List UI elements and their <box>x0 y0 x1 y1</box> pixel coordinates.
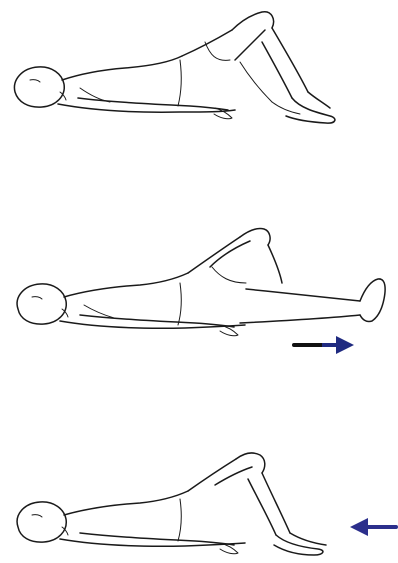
exercise-panel-leg-slide-out <box>0 205 398 375</box>
figure-leg-slide-return-illustration <box>0 415 398 563</box>
arrow-right-icon <box>292 333 362 357</box>
exercise-panel-leg-slide-return <box>0 415 398 563</box>
figure-knees-bent-illustration <box>0 0 398 170</box>
arrow-left-icon <box>346 515 398 539</box>
exercise-panel-knees-bent <box>0 0 398 170</box>
